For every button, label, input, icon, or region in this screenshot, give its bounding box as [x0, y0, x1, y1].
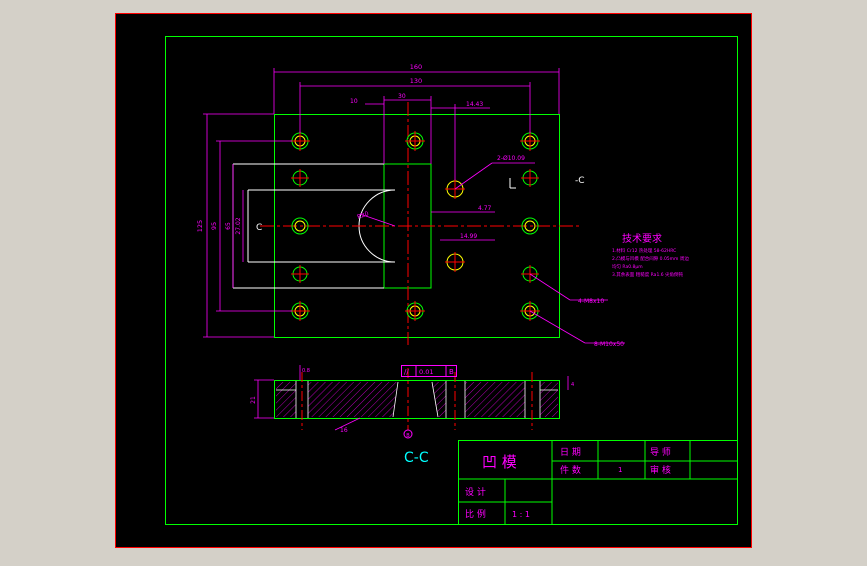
tech-title: 技术要求 — [622, 232, 662, 245]
dim-left-holes: 95 — [210, 222, 218, 230]
tech-line: 均匀 Ra0.8μm — [612, 263, 643, 270]
dim-section-right: 4 — [571, 382, 574, 388]
hole — [405, 301, 425, 321]
dim-section-top: 0.8 — [302, 368, 310, 374]
section-outline — [274, 380, 560, 419]
dim-section-thickness: 21 — [250, 396, 257, 404]
scale-label: 比 例 — [465, 508, 486, 520]
quantity-value: 1 — [618, 466, 622, 474]
dim-top-holes: 130 — [410, 77, 422, 85]
hole — [291, 217, 309, 235]
dim-bolt-holes: 8-M10x50 — [594, 341, 624, 348]
title-block: 凹 模 日 期 导 师 件 数 1 审 核 设 计 比 例 1 : 1 — [458, 440, 738, 525]
tech-line: 1.材料 Cr12 热处理 58-62HRC — [612, 247, 676, 254]
quantity-label: 件 数 — [560, 464, 581, 476]
flatness-datum: B — [449, 368, 454, 376]
hole — [521, 217, 539, 235]
hole-pattern — [290, 131, 540, 321]
section-mark-left: C — [256, 223, 262, 233]
part-name: 凹 模 — [482, 453, 517, 471]
dim-radius: R20 — [356, 210, 370, 221]
drawing-frame — [165, 36, 738, 525]
advisor-label: 导 师 — [650, 446, 671, 458]
dim-top-slot-left: 10 — [350, 98, 358, 105]
leader-lines — [359, 162, 625, 344]
hole — [291, 265, 309, 283]
drawing-background — [115, 13, 752, 548]
left-dimensions — [203, 113, 292, 338]
flatness-value: 0.01 — [419, 368, 433, 376]
hole — [291, 169, 309, 187]
hole — [521, 169, 539, 187]
section-view: 21 0.8 4 16 // 0.01 B B C-C — [250, 365, 574, 466]
date-label: 日 期 — [560, 447, 581, 458]
section-title: C-C — [404, 450, 429, 466]
dim-offset-1: 4.77 — [478, 205, 492, 212]
flatness-symbol: // — [404, 368, 409, 376]
dim-screw-holes: 4-M8x10 — [578, 298, 604, 305]
hole — [405, 131, 425, 151]
tech-line: 3.其余表面 粗糙度 Ra1.6 尖角倒钝 — [612, 271, 684, 278]
top-dimensions — [273, 68, 560, 180]
dim-section-bottom: 16 — [340, 427, 348, 434]
hole — [445, 252, 465, 272]
dim-left-inner-1: 65 — [225, 222, 232, 230]
dim-pin-hole: 2-Ø10.09 — [497, 155, 525, 162]
design-label: 设 计 — [465, 486, 486, 498]
dim-left-overall: 125 — [196, 220, 204, 232]
datum-label: B — [406, 433, 410, 439]
tech-requirements: 技术要求 1.材料 Cr12 热处理 58-62HRC 2.凸模与凹模 配合间隙… — [612, 232, 689, 278]
dim-left-inner-2: 27.02 — [235, 217, 242, 234]
dim-top-slot-width: 30 — [398, 93, 406, 100]
plan-view: 160 130 10 30 14.43 125 95 65 27.02 2-Ø1… — [196, 63, 625, 348]
tech-line: 2.凸模与凹模 配合间隙 0.05mm 周边 — [612, 255, 689, 262]
dim-offset-2: 14.99 — [460, 233, 477, 240]
dim-top-right: 14.43 — [466, 101, 483, 108]
scale-value: 1 : 1 — [512, 510, 530, 519]
review-label: 审 核 — [650, 464, 671, 476]
section-mark-right: -C — [575, 176, 585, 186]
sheet-border — [115, 13, 752, 548]
dim-top-overall: 160 — [410, 63, 422, 71]
